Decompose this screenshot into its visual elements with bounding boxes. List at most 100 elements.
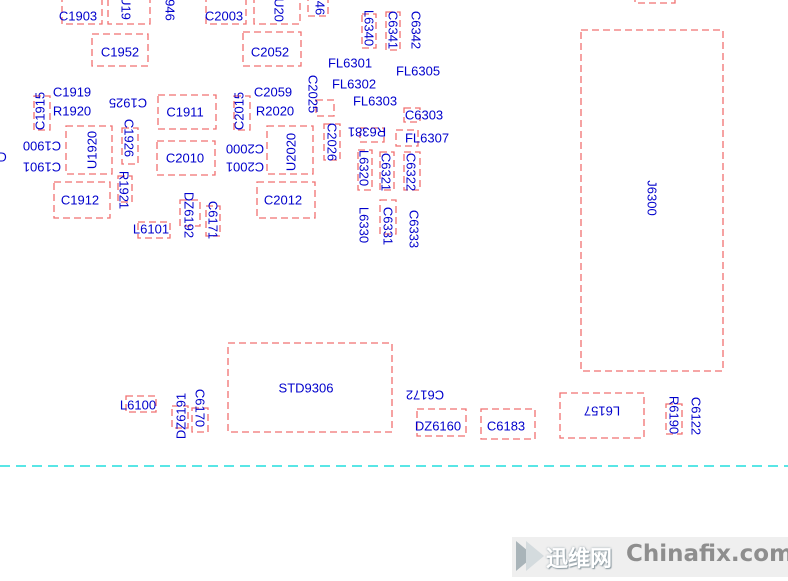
outline-r6190	[665, 403, 683, 435]
component-label-u1920: U1920	[85, 131, 100, 169]
component-label-c2001: C2001	[226, 160, 264, 175]
component-label-c2025: C2025	[306, 75, 321, 113]
component-label-c1911: C1911	[166, 105, 203, 120]
outline-c1903	[61, 0, 103, 25]
outline-c6171	[205, 205, 221, 237]
outline-dz6160	[416, 408, 467, 437]
outline-r6381	[359, 127, 385, 143]
outline-l6320	[357, 149, 373, 191]
component-label-dz6192: DZ6192	[182, 192, 197, 238]
outline-c1911	[157, 94, 217, 130]
component-label-l6157: L6157	[584, 404, 620, 419]
outline-c6303	[403, 107, 421, 123]
component-label-d: D	[0, 150, 7, 165]
outline-c6170	[191, 407, 209, 433]
outline-c2012	[256, 181, 316, 219]
outline-c1912	[53, 181, 111, 219]
outline-l6157	[559, 392, 645, 439]
component-label-c2015: C2015	[232, 92, 247, 130]
component-label-c2026: C2026	[325, 123, 340, 161]
component-label-u19: U19	[119, 0, 134, 20]
component-label-c1915: C1915	[33, 92, 48, 130]
component-label-dz6160: DZ6160	[415, 419, 461, 434]
outline-c2026	[323, 123, 341, 161]
outline-r1921	[117, 175, 133, 203]
component-label-946: 946	[163, 0, 178, 21]
component-label-c6122: C6122	[689, 397, 704, 435]
outline-c6321	[379, 151, 395, 191]
component-label-r2020: R2020	[256, 104, 294, 119]
component-label-c2052: C2052	[251, 45, 289, 60]
component-label-c6321: C6321	[379, 153, 394, 191]
outline-c1926	[121, 127, 139, 165]
component-label-u2020: U2020	[284, 133, 299, 171]
component-label-std9306: STD9306	[279, 381, 334, 396]
outline-l6101	[137, 221, 171, 239]
component-label-c1900: C1900	[23, 139, 61, 154]
component-label-c2012: C2012	[264, 193, 302, 208]
outline-u2020	[266, 125, 314, 175]
component-label-c1919: C1919	[53, 85, 91, 100]
outline-j6300	[580, 29, 724, 372]
component-label-j6300: J6300	[645, 180, 660, 215]
outline-std9306	[227, 342, 393, 433]
component-label-c6341: C6341	[386, 11, 401, 49]
outline-u19	[107, 0, 151, 25]
outline-c2052	[242, 31, 302, 67]
component-label-l6340: L6340	[362, 10, 377, 46]
outline-c6341	[385, 11, 401, 51]
component-label-c6331: C6331	[381, 207, 396, 245]
watermark-banner	[512, 537, 788, 577]
component-label-fl6301: FL6301	[328, 56, 372, 71]
outline-c6331	[379, 199, 397, 235]
component-label-46: 46	[313, 1, 328, 15]
outline-c2010	[156, 140, 216, 176]
outline-u20	[253, 0, 301, 25]
outline-c6322	[403, 151, 421, 191]
outline-c2015	[233, 95, 251, 131]
component-label-c2059: C2059	[254, 85, 292, 100]
component-label-c6170: C6170	[193, 389, 208, 427]
component-label-c6342: C6342	[409, 11, 424, 49]
watermark-logo-icon	[516, 541, 544, 571]
component-label-fl6302: FL6302	[332, 77, 376, 92]
component-label-c1903: C1903	[59, 9, 97, 24]
outline-l6100	[125, 395, 157, 413]
component-label-l6330: L6330	[357, 207, 372, 243]
component-label-c1952: C1952	[101, 45, 139, 60]
component-label-c1926: C1926	[122, 119, 137, 157]
outline-c1952	[91, 33, 149, 67]
outline-dz6191	[171, 405, 189, 429]
component-label-r6381: R6381	[348, 125, 386, 140]
component-label-c6183: C6183	[487, 419, 525, 434]
outline-u1920	[65, 125, 113, 175]
outline-c1915	[33, 95, 51, 131]
outline-dz6192	[179, 199, 201, 227]
component-outlines	[33, 0, 724, 440]
outline-fl6307	[395, 129, 419, 147]
watermark-chinese-text: 迅维网	[546, 547, 613, 572]
outline-46	[307, 0, 329, 17]
watermark-site-text: Chinafix.com	[626, 541, 788, 567]
outline-c2025	[315, 99, 335, 117]
component-label-fl6305: FL6305	[396, 64, 440, 79]
component-label-c6303: C6303	[405, 108, 443, 123]
component-label-fl6307: FL6307	[405, 131, 449, 146]
component-label-r1920: R1920	[53, 104, 91, 119]
component-label-l6101: L6101	[133, 222, 169, 237]
component-label-r6190: R6190	[667, 396, 682, 434]
component-label-c6322: C6322	[404, 153, 419, 191]
component-label-c2000: C2000	[226, 142, 264, 157]
component-label-l6320: L6320	[357, 150, 372, 186]
outline-l6340	[361, 13, 377, 49]
outline-top-right	[634, 0, 676, 4]
outline-c2003	[205, 0, 247, 25]
component-label-l6100: L6100	[120, 398, 156, 413]
component-label-c2003: C2003	[205, 9, 243, 24]
component-label-c1901: C1901	[23, 160, 61, 175]
component-label-c2010: C2010	[166, 151, 204, 166]
component-label-c1925: C1925	[109, 96, 147, 111]
component-label-c1912: C1912	[61, 193, 99, 208]
